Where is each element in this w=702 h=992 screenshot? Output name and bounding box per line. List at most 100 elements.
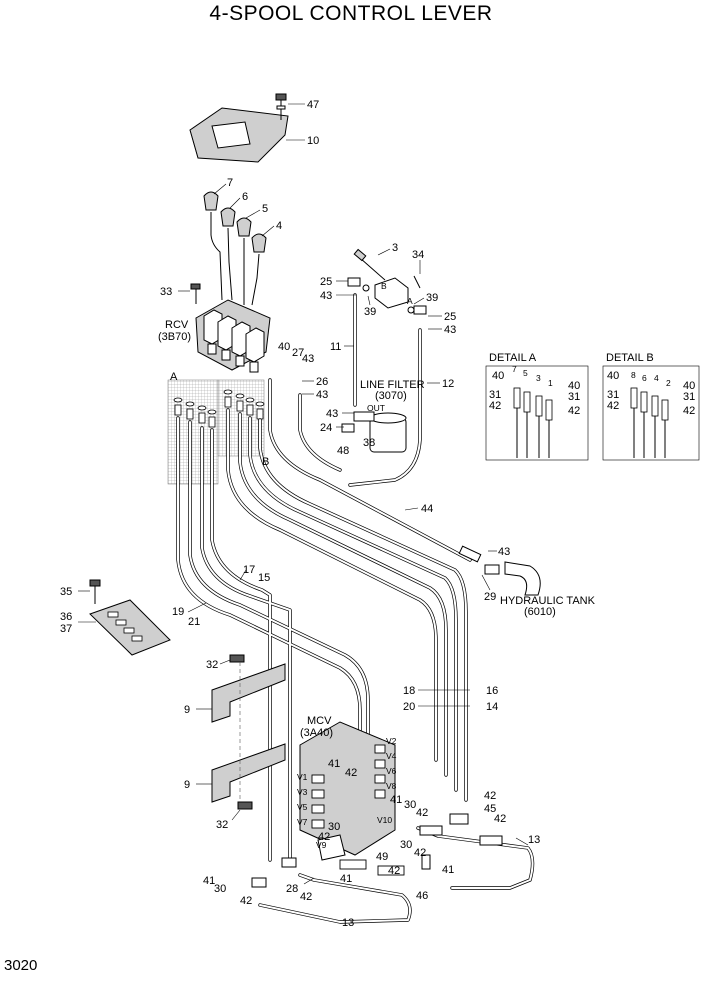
component-labels: RCV (3B70) LINE FILTER (3070) HYDRAULIC … xyxy=(158,281,654,739)
callout: 5 xyxy=(262,203,268,215)
filter-hoses xyxy=(268,293,472,562)
filter-out-label: OUT xyxy=(367,403,385,413)
mcv-label: MCV xyxy=(307,715,332,727)
callout: 42 xyxy=(416,807,428,819)
callout: 28 xyxy=(286,883,298,895)
part-callouts: 47 10 7 6 5 4 33 3 34 25 43 39 39 25 43 … xyxy=(60,99,540,929)
rcv-mount-bolt xyxy=(190,283,201,304)
line-filter xyxy=(341,411,407,453)
callout: 32 xyxy=(216,819,228,831)
page-number: 3020 xyxy=(4,957,38,974)
callout: 42 xyxy=(494,813,506,825)
mount-plate xyxy=(89,599,171,656)
port-v9: V9 xyxy=(316,840,327,850)
callout: 49 xyxy=(376,851,388,863)
port-v1: V1 xyxy=(297,772,308,782)
callout: 43 xyxy=(316,389,328,401)
callout: 38 xyxy=(363,437,375,449)
callout: 30 xyxy=(214,883,226,895)
line-filter-ref-label: (3070) xyxy=(375,390,407,402)
callout: 12 xyxy=(442,378,454,390)
callout: 42 xyxy=(568,405,580,417)
callout: 43 xyxy=(444,324,456,336)
callout: 42 xyxy=(414,847,426,859)
callout: 13 xyxy=(342,917,354,929)
port-number: 3 xyxy=(536,373,541,383)
return-hoses xyxy=(251,813,535,924)
callout: 16 xyxy=(486,685,498,697)
callout: 43 xyxy=(498,546,510,558)
callout: 42 xyxy=(318,831,330,843)
callout: 40 xyxy=(278,341,290,353)
mcv-block xyxy=(299,721,405,876)
callout: 32 xyxy=(206,659,218,671)
port-number: 2 xyxy=(666,378,671,388)
callout: 40 xyxy=(492,370,504,382)
callout: 42 xyxy=(607,400,619,412)
callout: 40 xyxy=(568,380,580,392)
callout: 48 xyxy=(337,445,349,457)
tank-fittings xyxy=(458,545,541,596)
hydraulic-tank-ref-label: (6010) xyxy=(524,606,556,618)
callout: 40 xyxy=(607,370,619,382)
callout: 14 xyxy=(486,701,498,713)
callout: 6 xyxy=(242,191,248,203)
callout: 42 xyxy=(345,767,357,779)
callout: 41 xyxy=(442,864,454,876)
port-v3: V3 xyxy=(297,787,308,797)
callout: 43 xyxy=(326,408,338,420)
line-filter-label: LINE FILTER xyxy=(360,379,425,391)
lever-knobs xyxy=(203,191,267,306)
callout: 26 xyxy=(316,376,328,388)
callout: 10 xyxy=(307,135,319,147)
port-v8: V8 xyxy=(386,781,397,791)
callout: 41 xyxy=(328,758,340,770)
port-v2: V2 xyxy=(386,736,397,746)
callout: 31 xyxy=(568,391,580,403)
callout: 30 xyxy=(404,799,416,811)
port-b-label: B xyxy=(262,456,269,468)
callout: 39 xyxy=(364,306,376,318)
callout: 18 xyxy=(403,685,415,697)
detail-b-title: DETAIL B xyxy=(606,352,654,364)
callout: 47 xyxy=(307,99,319,111)
callout: 35 xyxy=(60,586,72,598)
callout: 24 xyxy=(320,422,332,434)
port-number: 8 xyxy=(631,370,636,380)
hydraulic-tank-label: HYDRAULIC TANK xyxy=(500,595,596,607)
port-v10: V10 xyxy=(377,815,392,825)
port-v5: V5 xyxy=(297,802,308,812)
page-title: 4-SPOOL CONTROL LEVER xyxy=(209,2,493,25)
callout: 9 xyxy=(184,779,190,791)
detail-a-box xyxy=(485,365,589,461)
selector-valve xyxy=(353,248,421,309)
callout: 41 xyxy=(340,873,352,885)
cover-plate xyxy=(189,107,289,163)
callout: 34 xyxy=(412,249,424,261)
detail-b-box xyxy=(602,365,700,461)
callout: 19 xyxy=(172,606,184,618)
callout: 33 xyxy=(160,286,172,298)
callout: 30 xyxy=(328,821,340,833)
callout: 42 xyxy=(300,891,312,903)
callout: 9 xyxy=(184,704,190,716)
port-number: 5 xyxy=(523,368,528,378)
rcv-ref-label: (3B70) xyxy=(158,331,191,343)
port-number: 6 xyxy=(642,373,647,383)
callout: 42 xyxy=(240,895,252,907)
mcv-port-labels: V2 V4 V6 V8 V1 V3 V5 V7 V9 V10 xyxy=(297,736,397,850)
port-number: 4 xyxy=(654,373,659,383)
callout: 30 xyxy=(400,839,412,851)
callout: 20 xyxy=(403,701,415,713)
detail-b-callouts: 40 31 42 40 31 42 8 6 4 2 xyxy=(607,370,695,417)
callout: 39 xyxy=(426,292,438,304)
port-number: 1 xyxy=(548,378,553,388)
callout: 31 xyxy=(489,389,501,401)
callout: 43 xyxy=(320,290,332,302)
callout: 7 xyxy=(227,177,233,189)
callout: 42 xyxy=(683,405,695,417)
callout: 29 xyxy=(484,591,496,603)
port-number: 7 xyxy=(512,364,517,374)
mcv-ref-label: (3A40) xyxy=(300,727,333,739)
